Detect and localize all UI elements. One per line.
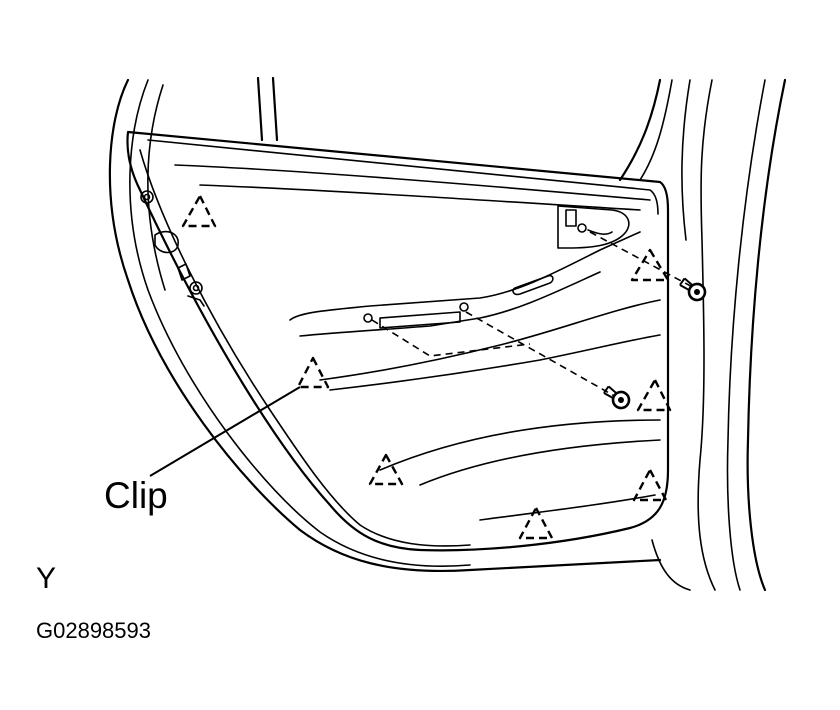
panel-rim-inner — [147, 139, 659, 215]
handle-lever — [587, 229, 613, 235]
lower-pocket — [379, 419, 661, 471]
frame-right-5 — [618, 78, 662, 182]
armrest-lower — [319, 299, 661, 381]
hinge-details — [140, 190, 205, 307]
clip-marker-icon — [518, 506, 554, 540]
frame-right-lower — [651, 539, 691, 591]
hinge-bolt-top — [140, 190, 154, 204]
frame-pillar-a — [256, 76, 279, 142]
callout-label: Clip — [104, 475, 168, 516]
clip-marker-icon — [630, 248, 670, 282]
clip-callout: Clip — [104, 386, 301, 516]
view-letter: Y — [36, 562, 56, 595]
armrest-top — [289, 231, 641, 321]
lower-pocket-2 — [419, 439, 661, 486]
panel-rim-left — [139, 149, 471, 547]
handle-screw-hole — [577, 223, 587, 233]
lower-pocket-3 — [479, 494, 656, 521]
clip-marker-icon — [296, 356, 330, 389]
clip-marker-icon — [368, 453, 404, 486]
frame-right-2 — [726, 79, 766, 591]
screw-icon — [679, 277, 707, 302]
switch-base — [379, 311, 461, 329]
panel-outline — [126, 130, 670, 552]
frame-inner-left — [147, 84, 166, 291]
armrest-hole-left — [363, 313, 373, 323]
frame-right-6 — [639, 79, 673, 181]
pocket-slot — [512, 274, 554, 296]
clip-marker-icon — [181, 194, 217, 228]
hinge-bracket — [154, 230, 179, 254]
armrest-curve — [329, 334, 661, 391]
frame-mid-left — [129, 79, 471, 568]
frame-right-4 — [681, 79, 691, 241]
screws — [371, 231, 707, 410]
screw-icon — [603, 385, 631, 410]
door-frame — [108, 76, 787, 592]
panel-upper-band — [174, 164, 651, 201]
frame-right-3 — [697, 79, 716, 591]
armrest-hole-right — [459, 302, 469, 312]
hinge-bolt-bottom-inner — [192, 284, 200, 292]
frame-outer-left — [108, 78, 662, 573]
screw-leader-lower — [371, 311, 619, 399]
figure-code: G02898593 — [36, 618, 151, 643]
clip-marker-icon — [636, 378, 672, 412]
clip-marker-icon — [632, 468, 668, 502]
panel-upper-band-2 — [199, 184, 641, 211]
frame-right-outer — [746, 78, 787, 592]
handle-bezel — [557, 205, 630, 249]
hinge-slot-2 — [187, 295, 205, 307]
hinge-bolt-top-inner — [143, 193, 151, 201]
screw-leader-upper — [589, 231, 699, 291]
hinge-bolt-bottom — [189, 281, 203, 295]
armrest-bottom — [299, 271, 601, 337]
callout-leader-line — [149, 386, 301, 477]
hinge-slot — [177, 263, 191, 281]
handle-latch — [565, 209, 577, 227]
door-trim-panel — [126, 130, 670, 552]
clip-markers — [181, 194, 672, 540]
